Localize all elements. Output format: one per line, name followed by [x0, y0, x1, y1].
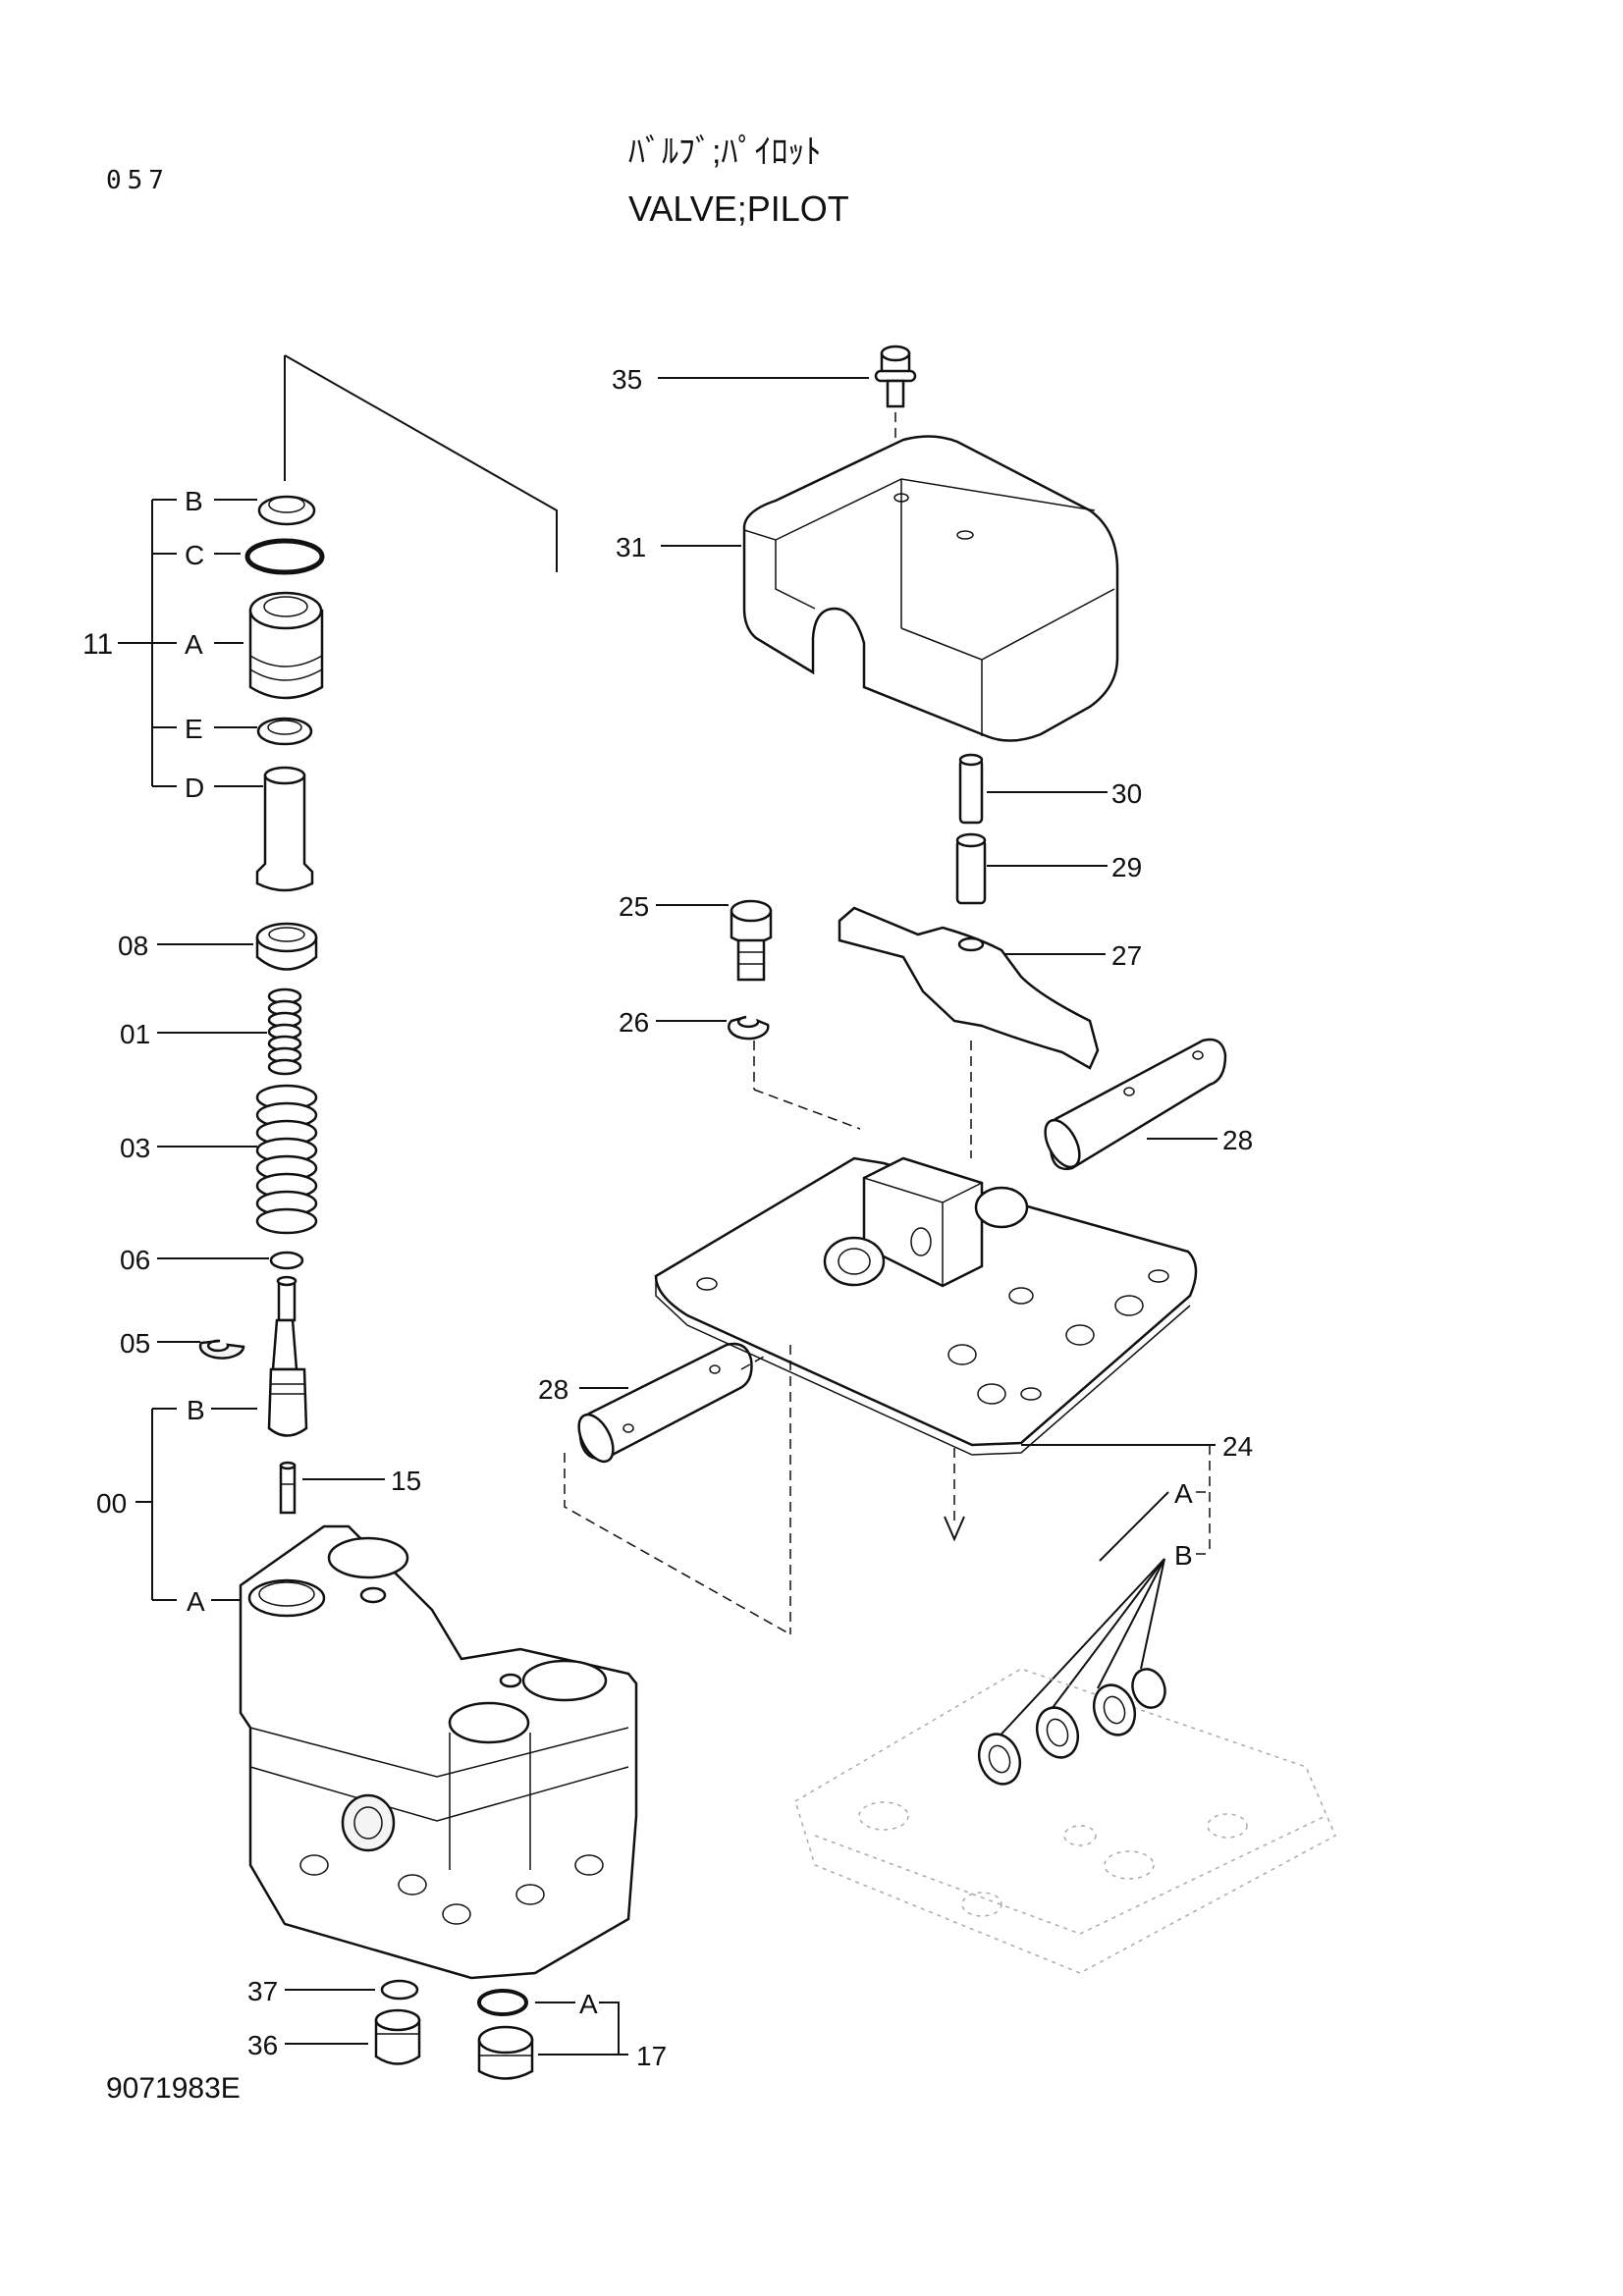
- group-00-bracket: [135, 1408, 257, 1601]
- callout-11: 11: [82, 628, 113, 661]
- callout-24: 24: [1222, 1431, 1253, 1462]
- callout-17: 17: [636, 2041, 667, 2071]
- oring-37: [380, 1979, 419, 2001]
- callout-11-e: E: [185, 714, 203, 744]
- callout-11-c: C: [185, 540, 204, 570]
- bolt-35: [874, 345, 917, 491]
- sleeve-11d: [255, 766, 314, 892]
- callout-31: 31: [616, 532, 646, 562]
- callout-30: 30: [1111, 778, 1142, 809]
- callout-00: 00: [96, 1488, 127, 1519]
- oring-11c: [244, 538, 325, 575]
- callout-06: 06: [120, 1245, 150, 1275]
- callout-15: 15: [391, 1466, 421, 1496]
- callout-17-a: A: [579, 1989, 598, 2019]
- callout-11-d: D: [185, 773, 204, 803]
- plug-17: [477, 1989, 534, 2080]
- callout-27: 27: [1111, 940, 1142, 971]
- lever-27: [838, 906, 1100, 1158]
- ring-11b: [257, 495, 316, 526]
- dashed-26-diag: [753, 1089, 861, 1130]
- group-11-bracket: [118, 499, 263, 787]
- callout-29: 29: [1111, 852, 1142, 882]
- clip-26: [728, 1015, 770, 1041]
- page-number: 057: [106, 166, 170, 195]
- ring-11e: [256, 717, 313, 746]
- plate-24: [654, 1156, 1198, 1456]
- callout-24-b: B: [1174, 1540, 1193, 1571]
- body-11a: [248, 591, 324, 700]
- callout-11-a: A: [185, 629, 203, 660]
- plug-36: [374, 2008, 421, 2065]
- bushing-leaders: [993, 1558, 1165, 1743]
- bracket-17: [599, 2002, 620, 2055]
- callout-24-a: A: [1174, 1478, 1193, 1509]
- pin-30: [958, 753, 984, 825]
- callout-05: 05: [120, 1328, 150, 1359]
- shaft-28-right: [1044, 1038, 1227, 1171]
- callout-28-left: 28: [538, 1374, 568, 1405]
- cover-31: [742, 435, 1119, 742]
- callout-00-a: A: [187, 1586, 205, 1617]
- group-24-bracket: [1099, 1445, 1211, 1562]
- ghost-assembly: [794, 1668, 1336, 1974]
- title-japanese: ﾊﾞﾙﾌﾞ;ﾊﾟｲﾛｯﾄ: [628, 133, 821, 171]
- casing-00a: [239, 1524, 638, 1980]
- pin-29: [955, 832, 987, 905]
- spring-seat-08: [255, 922, 318, 971]
- clip-05: [198, 1339, 245, 1360]
- dashed-left-frame: [564, 1453, 791, 1635]
- drawing-number: 9071983E: [106, 2072, 241, 2105]
- upper-leader-angled: [284, 354, 558, 572]
- callout-11-b: B: [185, 486, 203, 516]
- callout-36: 36: [247, 2030, 278, 2060]
- shaft-28-left: [577, 1309, 845, 1464]
- callout-08: 08: [118, 931, 148, 961]
- callout-03: 03: [120, 1133, 150, 1163]
- callout-28-right: 28: [1222, 1125, 1253, 1155]
- callout-25: 25: [619, 891, 649, 922]
- title-english: VALVE;PILOT: [628, 188, 849, 229]
- spool-00b: [267, 1275, 308, 1437]
- callout-37: 37: [247, 1976, 278, 2006]
- inner-spring-01: [267, 988, 302, 1076]
- bolt-25: [730, 899, 773, 982]
- callout-26: 26: [619, 1007, 649, 1038]
- callout-35: 35: [612, 364, 642, 395]
- washer-06: [269, 1251, 304, 1270]
- callout-01: 01: [120, 1019, 150, 1049]
- arrow-down-icon: [944, 1516, 965, 1542]
- pin-15: [279, 1461, 297, 1515]
- outer-spring-03: [255, 1084, 318, 1235]
- callout-00-b: B: [187, 1395, 205, 1425]
